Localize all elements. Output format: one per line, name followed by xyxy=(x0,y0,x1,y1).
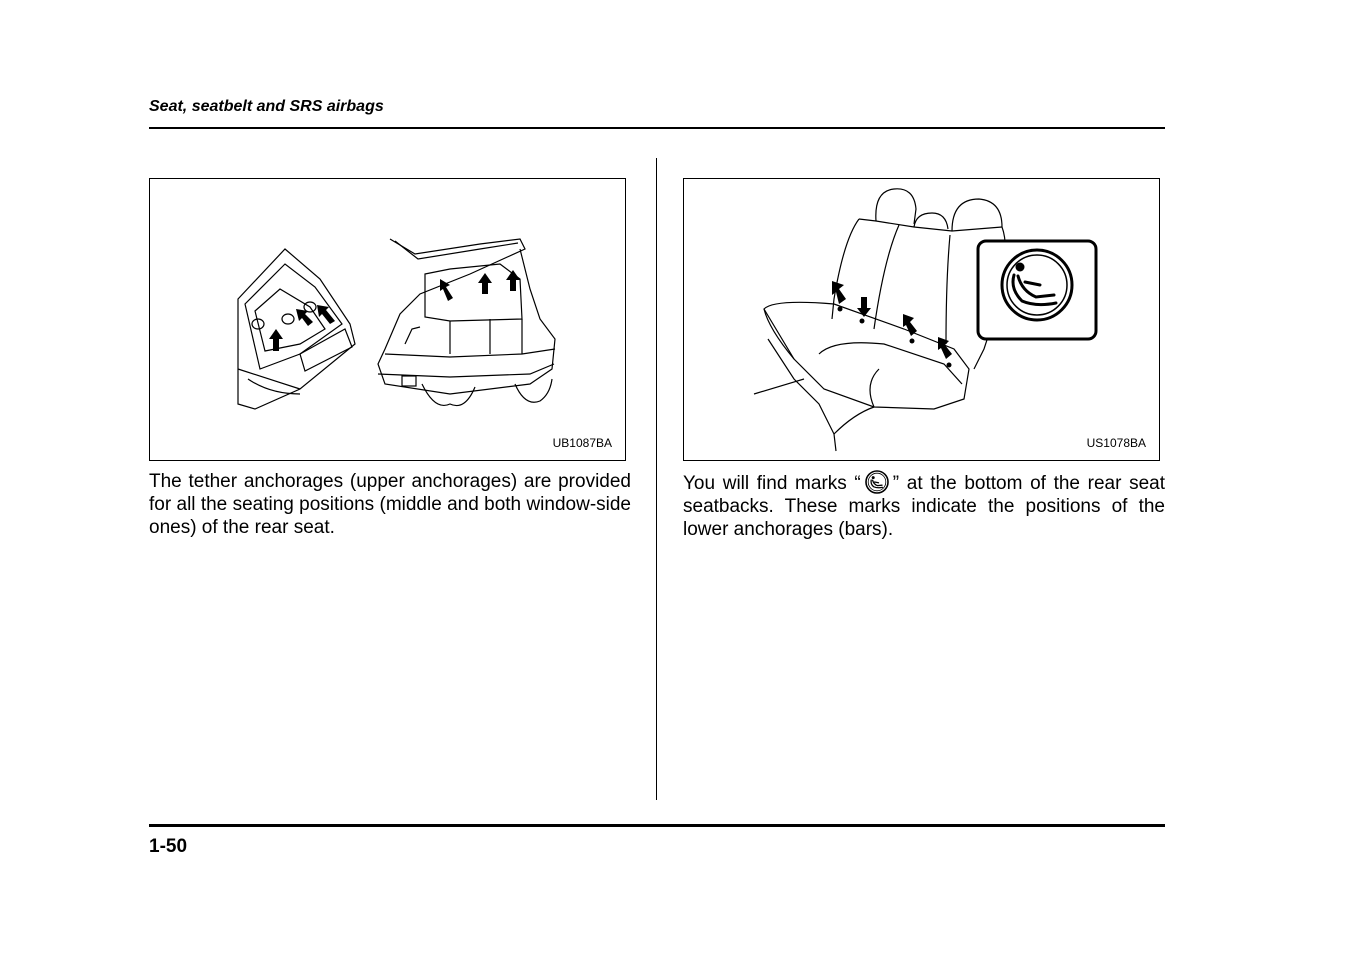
child-seat-anchorage-mark-icon xyxy=(864,470,889,494)
rear-seat-lower-anchorage-illustration-icon xyxy=(753,188,1098,452)
paragraph-tether-anchorages: The tether anchorages (upper anchorages)… xyxy=(149,471,631,538)
header-section-title: Seat, seatbelt and SRS airbags xyxy=(149,98,384,115)
tether-anchorage-illustration-icon xyxy=(237,238,556,410)
page-number: 1-50 xyxy=(149,836,188,857)
figure-code-left: UB1087BA xyxy=(552,436,612,450)
figure-lower-anchorages: US1078BA xyxy=(683,178,1160,461)
footer-rule xyxy=(149,824,1165,827)
figure-code-right: US1078BA xyxy=(1086,436,1146,450)
header-rule xyxy=(149,127,1165,129)
paragraph-text-before-icon: You will find marks “ xyxy=(683,473,861,494)
paragraph-text-after-icon: ” at the bottom of the rear seat seatbac… xyxy=(683,473,1165,540)
column-divider xyxy=(656,158,657,800)
figure-tether-anchorages: UB1087BA xyxy=(149,178,626,461)
paragraph-lower-anchorages: You will find marks “ ” at the bottom of… xyxy=(683,470,1165,541)
